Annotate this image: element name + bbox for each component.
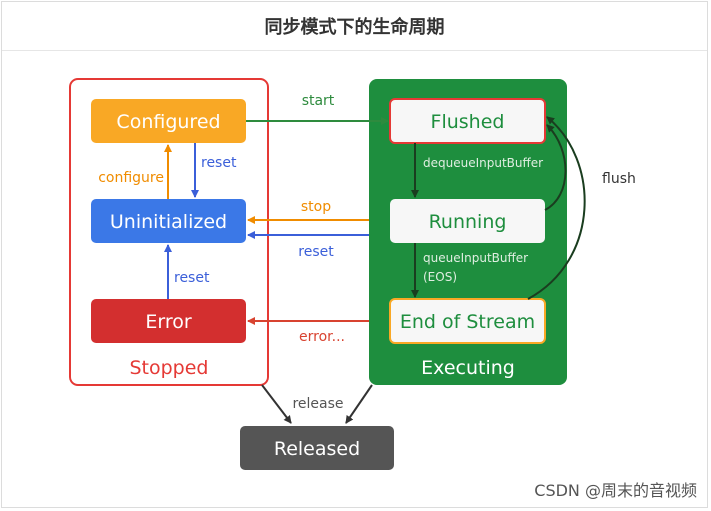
transition-reset-label: reset xyxy=(201,155,237,171)
watermark: CSDN @周末的音视频 xyxy=(534,481,697,500)
transition-stop-label: stop xyxy=(301,199,331,215)
arrow-release-stopped xyxy=(261,384,292,424)
state-released-label: Released xyxy=(274,438,360,460)
transition-dequeue-label: dequeueInputBuffer xyxy=(423,156,543,170)
state-configured xyxy=(91,99,246,143)
stopped-group-label: Stopped xyxy=(129,357,208,379)
state-running-label: Running xyxy=(429,211,507,233)
state-error-label: Error xyxy=(145,311,192,333)
transition-reset-executing-label: reset xyxy=(298,244,334,260)
state-configured-label: Configured xyxy=(116,111,220,133)
arrow-release-executing xyxy=(345,384,373,424)
state-flushed xyxy=(389,98,546,144)
state-released xyxy=(240,426,394,470)
page-title: 同步模式下的生命周期 xyxy=(2,2,707,51)
executing-group-label: Executing xyxy=(421,357,515,379)
arrow-flush-eos xyxy=(527,116,586,300)
state-flushed-label: Flushed xyxy=(431,111,505,133)
transition-configure-label: configure xyxy=(98,170,164,186)
transition-queue-label-line1: queueInputBuffer xyxy=(423,251,528,265)
transition-reset-error-label: reset xyxy=(174,270,210,286)
transition-start-label: start xyxy=(302,93,335,109)
arrow-flush-running xyxy=(544,124,567,211)
state-end-of-stream-label: End of Stream xyxy=(400,311,535,333)
transition-error-label: error... xyxy=(299,329,345,345)
state-end-of-stream xyxy=(389,298,546,344)
state-uninitialized xyxy=(91,199,246,243)
transition-queue-label-line2: (EOS) xyxy=(423,270,457,284)
state-uninitialized-label: Uninitialized xyxy=(110,211,227,233)
state-error xyxy=(91,299,246,343)
state-running xyxy=(390,199,545,243)
transition-release-label: release xyxy=(292,396,343,412)
transition-flush-label: flush xyxy=(602,171,636,187)
